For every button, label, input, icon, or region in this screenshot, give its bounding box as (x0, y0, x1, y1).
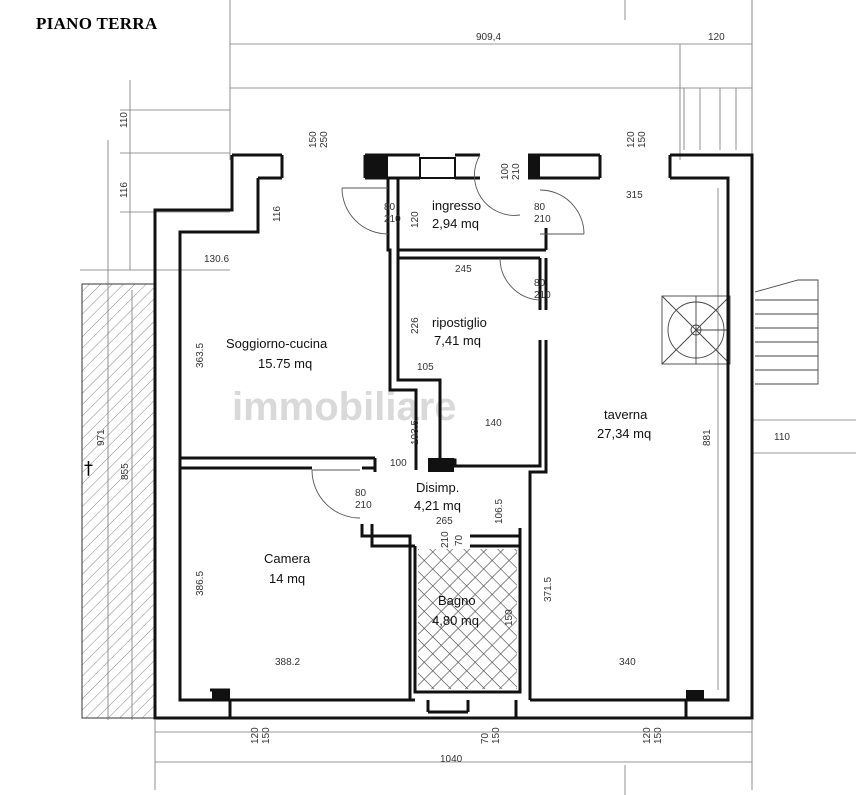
room-name-ripostiglio: ripostiglio (432, 315, 487, 330)
dim-210: 210 (440, 531, 451, 548)
dim-881: 881 (702, 429, 713, 446)
dim-130-6: 130.6 (204, 254, 229, 265)
dim-left-116: 116 (119, 182, 130, 198)
neighbour-hatch (81, 283, 155, 719)
dim-340: 340 (619, 657, 636, 668)
dim-top-total: 909,4 (476, 32, 501, 43)
room-area-ripostiglio: 7,41 mq (434, 333, 481, 348)
walls (153, 153, 754, 720)
plan-title: PIANO TERRA (36, 14, 158, 33)
dim-315: 315 (626, 190, 643, 201)
room-name-soggiorno: Soggiorno-cucina (226, 336, 328, 351)
dim-103-5: 103.5 (410, 420, 421, 445)
room-name-bagno: Bagno (438, 593, 476, 608)
dim-388-2: 388.2 (275, 657, 300, 668)
dim-d-120-150-top: 120150 (626, 131, 648, 148)
room-area-taverna: 27,34 mq (597, 426, 651, 441)
dim-left-855: 855 (120, 463, 131, 480)
dim-120-ingresso: 120 (410, 211, 421, 228)
dim-226: 226 (410, 317, 421, 334)
bagno-tiles (418, 549, 517, 689)
room-name-ingresso: ingresso (432, 198, 481, 213)
dim-110-right: 110 (774, 432, 790, 443)
dim-d-100-210-a: 100210 (500, 163, 522, 180)
wall-solids (212, 155, 704, 700)
dim-105: 105 (417, 362, 434, 373)
dim-371-5: 371.5 (543, 577, 554, 602)
dim-bottom-total: 1040 (440, 754, 463, 765)
dim-70: 70 (454, 534, 465, 546)
room-area-ingresso: 2,94 mq (432, 216, 479, 231)
room-area-disimp: 4,21 mq (414, 498, 461, 513)
dim-116-sogg: 116 (272, 206, 283, 222)
spiral-stair (661, 295, 731, 365)
dim-left-110: 110 (119, 112, 130, 128)
dim-363-5: 363.5 (195, 343, 206, 368)
dim-d-120-150-br: 120150 (642, 727, 664, 744)
room-area-camera: 14 mq (269, 571, 305, 586)
dim-140: 140 (485, 418, 502, 429)
room-area-bagno: 4,80 mq (432, 613, 479, 628)
dim-106-5: 106.5 (494, 499, 505, 524)
external-stair (754, 279, 819, 385)
dim-386-5: 386.5 (195, 571, 206, 596)
dim-d-150-250: 150250 (308, 131, 330, 148)
door-swings (311, 154, 585, 519)
dim-265: 265 (436, 516, 453, 527)
room-name-camera: Camera (264, 551, 311, 566)
room-name-taverna: taverna (604, 407, 648, 422)
watermark-text: immobiliare (232, 385, 457, 429)
dim-245: 245 (455, 264, 472, 275)
room-name-disimp: Disimp. (416, 480, 459, 495)
dimension-lines (80, 0, 856, 795)
cross-marker-icon: † (84, 458, 93, 479)
dim-d-70-150: 70150 (480, 727, 502, 744)
dim-left-971: 971 (96, 429, 107, 446)
dim-top-right: 120 (708, 32, 725, 43)
dim-100: 100 (390, 458, 407, 469)
dim-150-bagno: 150 (504, 609, 515, 626)
dim-d-120-150-bl: 120150 (250, 727, 272, 744)
room-area-soggiorno: 15.75 mq (258, 356, 312, 371)
